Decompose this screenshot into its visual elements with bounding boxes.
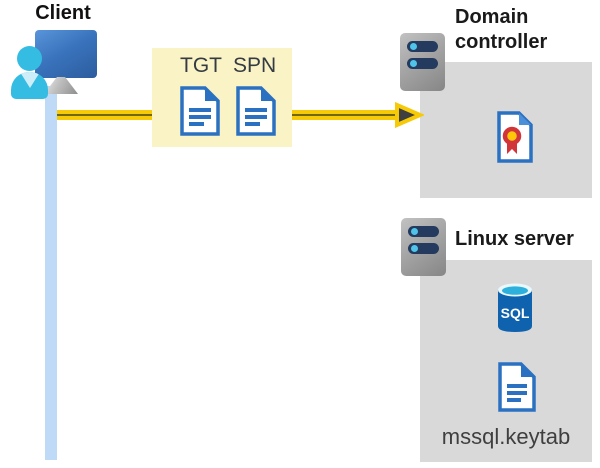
- tgt-label: TGT: [180, 54, 222, 77]
- server-slot-icon: [408, 243, 439, 254]
- spn-document-icon: [236, 86, 276, 136]
- client-lifeline: [45, 86, 57, 460]
- domain-controller-server-icon: [400, 33, 445, 91]
- spn-label: SPN: [233, 54, 277, 77]
- certificate-icon: [497, 111, 533, 163]
- keytab-filename: mssql.keytab: [441, 424, 571, 449]
- sql-database-icon: SQL: [498, 283, 532, 332]
- server-slot-icon: [407, 58, 438, 69]
- client-label: Client: [35, 2, 91, 24]
- user-vneck-shape: [19, 72, 40, 88]
- arrow-head-icon: [395, 102, 424, 128]
- user-body-icon: [11, 72, 48, 99]
- monitor-icon: [35, 30, 97, 78]
- sql-label: SQL: [501, 305, 530, 321]
- server-slot-icon: [408, 226, 439, 237]
- linux-server-title: Linux server: [455, 228, 574, 250]
- linux-server-icon: [401, 218, 446, 276]
- ticket-box: TGT SPN: [152, 48, 292, 147]
- tgt-document-icon: [180, 86, 220, 136]
- keytab-document-icon: [498, 362, 536, 412]
- server-slot-icon: [407, 41, 438, 52]
- user-icon: [17, 46, 42, 71]
- domain-controller-title: Domain controller: [455, 6, 548, 53]
